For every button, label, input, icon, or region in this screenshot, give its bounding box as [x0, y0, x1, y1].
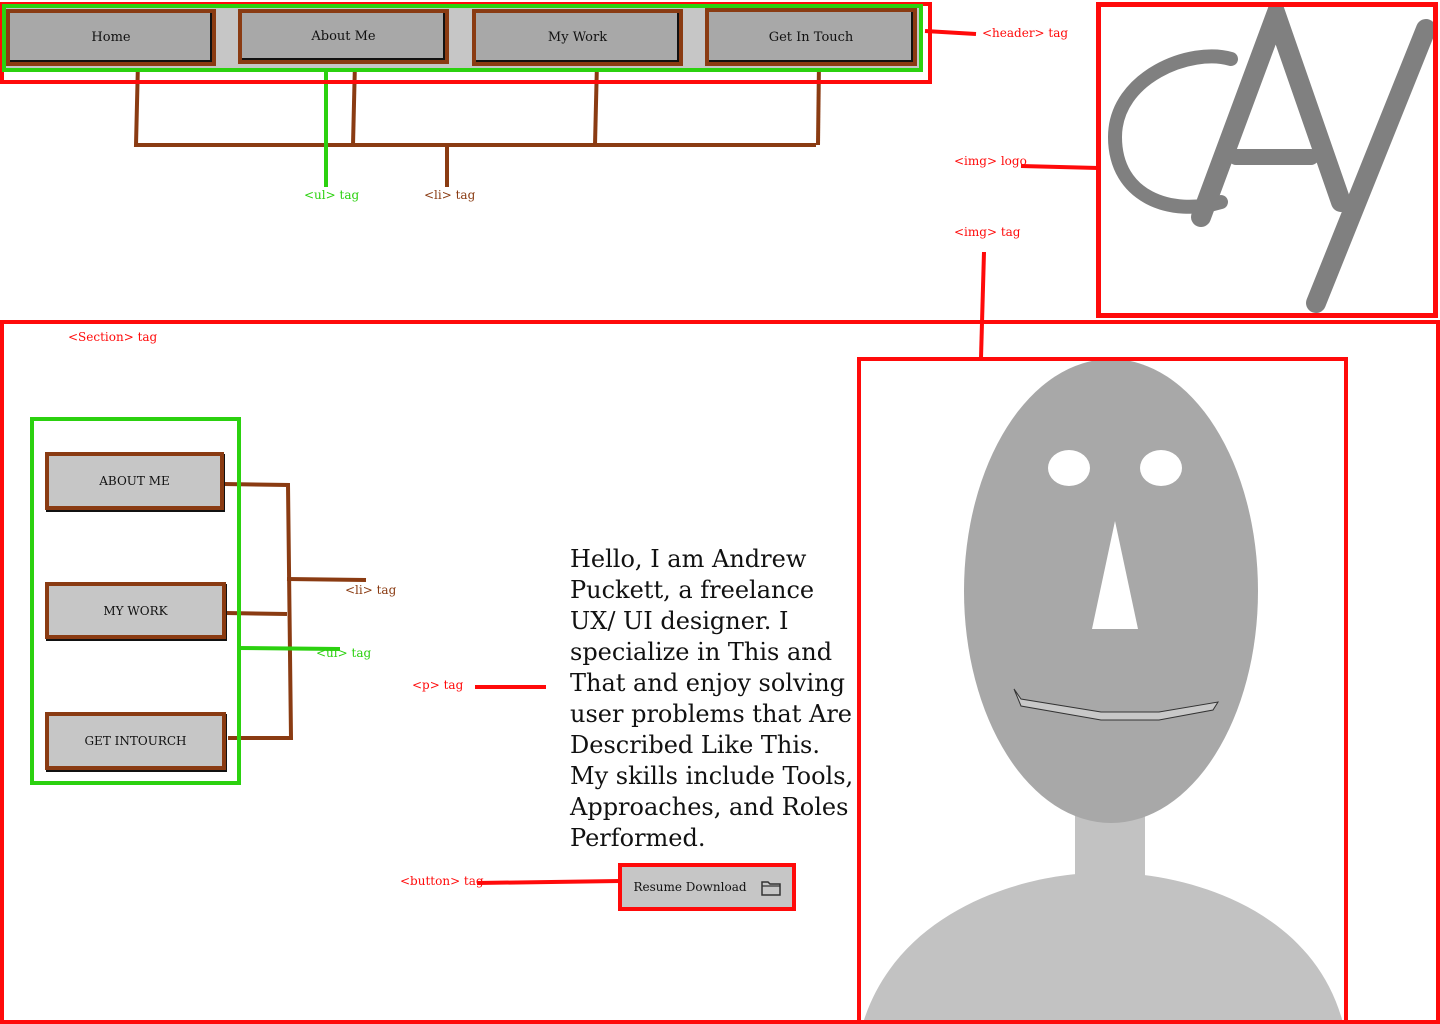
folder-icon [760, 880, 781, 896]
side-nav-list-box [30, 417, 241, 785]
section-tag-label: <Section> tag [68, 330, 158, 344]
logo-a-stroke [1191, 0, 1351, 227]
logo-image [1107, 0, 1436, 313]
ul-tag-label-top: <ul> tag [304, 188, 360, 202]
intro-paragraph: Hello, I am Andrew Puckett, a freelance … [570, 545, 854, 852]
nav-contact-button[interactable]: Get In Touch [705, 8, 917, 66]
side-work-button[interactable]: MY WORK [45, 582, 226, 639]
portrait-neck [1075, 811, 1145, 891]
portrait-mouth [1013, 688, 1220, 721]
img-logo-label: <img> logo [954, 154, 1027, 168]
resume-download-label: Resume Download [633, 880, 747, 894]
img-tag-label: <img> tag [954, 225, 1021, 239]
ul-tag-label-side: <ul> tag [316, 646, 372, 660]
logo-c-stroke [1107, 49, 1238, 214]
portrait-image [864, 361, 1343, 1020]
button-tag-label: <button> tag [400, 874, 484, 888]
portrait-image-box [857, 357, 1348, 1024]
logo-y-stroke [1306, 19, 1436, 313]
side-contact-button[interactable]: GET INTOURCH [45, 712, 226, 770]
nav-home-button[interactable]: Home [6, 9, 216, 66]
li-tag-label-top: <li> tag [424, 188, 476, 202]
nav-work-button[interactable]: My Work [472, 9, 683, 66]
logo-box [1096, 0, 1438, 318]
section-annotation-box [0, 320, 1440, 1024]
nav-about-button[interactable]: About Me [238, 9, 449, 64]
resume-download-button[interactable]: Resume Download [618, 863, 796, 911]
portrait-nose [1092, 521, 1138, 629]
side-about-button[interactable]: ABOUT ME [45, 452, 224, 510]
p-tag-label: <p> tag [412, 678, 464, 692]
portrait-right-eye [1140, 450, 1182, 486]
portrait-shoulders [864, 872, 1343, 1020]
header-tag-label: <header> tag [982, 26, 1069, 40]
portrait-left-eye [1048, 450, 1090, 486]
li-tag-label-side: <li> tag [345, 583, 397, 597]
